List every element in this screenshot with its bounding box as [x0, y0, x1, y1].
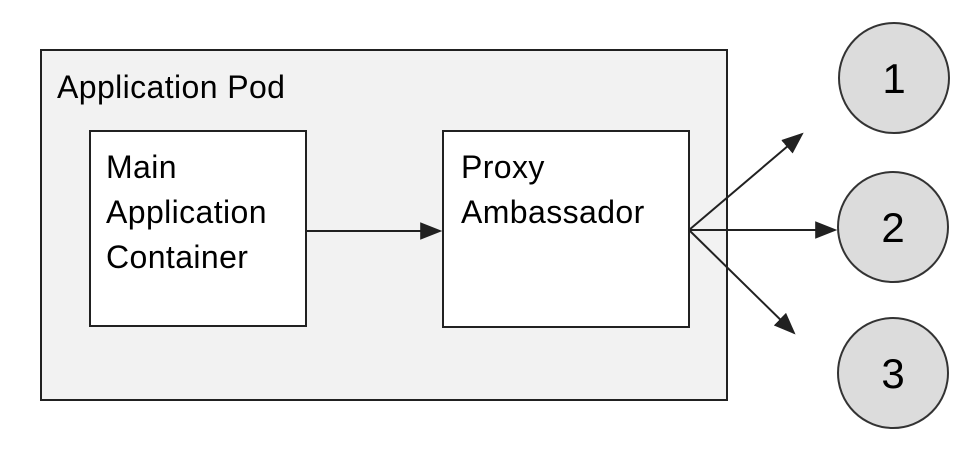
proxy-label-line-1: Proxy	[461, 149, 545, 185]
main-container-label-line-1: Main	[106, 149, 177, 185]
proxy-ambassador-box	[442, 130, 690, 328]
proxy-label-line-2: Ambassador	[461, 194, 645, 230]
endpoint-circle-3	[837, 317, 949, 429]
application-pod-label: Application Pod	[57, 69, 285, 105]
arrow-proxy-to-endpoint-1	[688, 132, 804, 231]
main-container-label-line-3: Container	[106, 239, 248, 275]
endpoint-label-3: 3	[881, 350, 904, 397]
endpoint-label-2: 2	[881, 204, 904, 251]
main-application-container-box	[89, 130, 307, 327]
endpoint-node-2: 2	[837, 171, 949, 283]
arrow-proxy-to-endpoint-3	[688, 229, 796, 335]
main-container-label-line-2: Application	[106, 194, 267, 230]
endpoint-node-3: 3	[837, 317, 949, 429]
endpoint-circle-1	[838, 22, 950, 134]
endpoint-label-1: 1	[882, 55, 905, 102]
endpoint-node-1: 1	[838, 22, 950, 134]
endpoint-circle-2	[837, 171, 949, 283]
